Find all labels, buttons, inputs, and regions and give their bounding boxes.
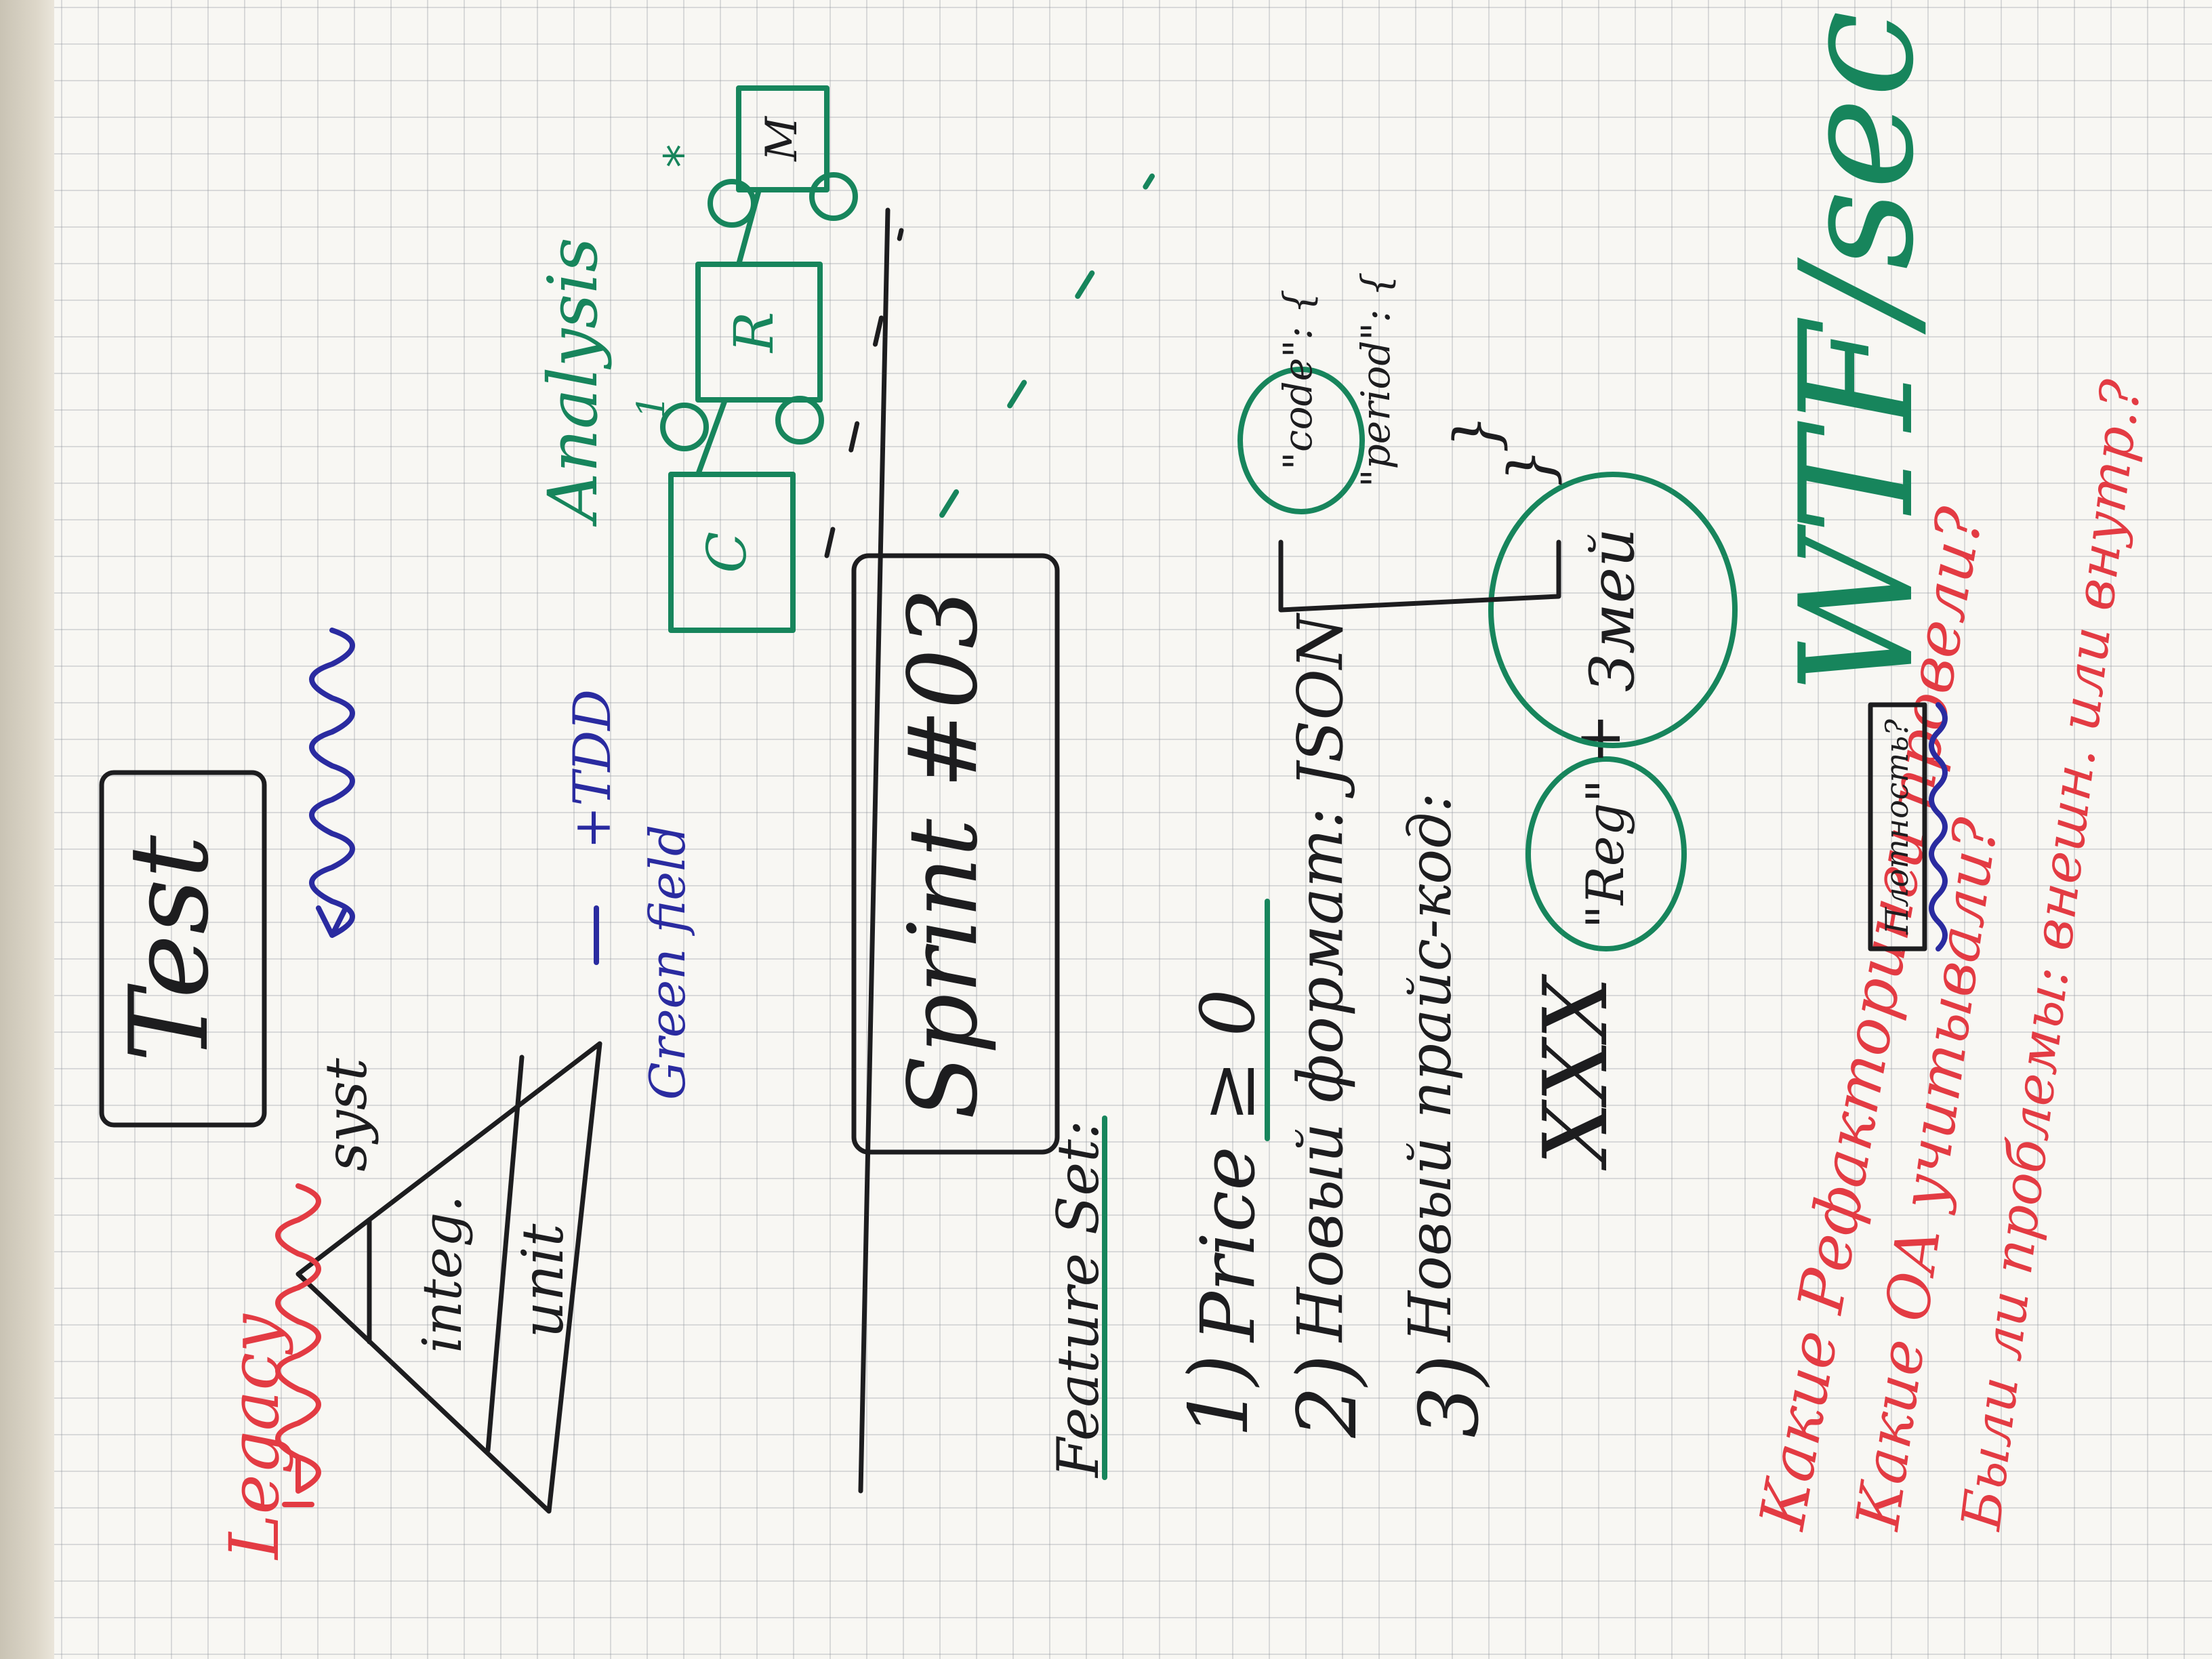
- reg-label: "Reg": [1575, 779, 1635, 929]
- test-pyramid: [295, 1041, 602, 1514]
- json-close-2: }: [1496, 448, 1567, 487]
- plotnost-label: Плотность?: [1879, 719, 1915, 935]
- title-box: [99, 770, 267, 1128]
- analysis-one: 1: [630, 394, 674, 419]
- dashed-guides: [824, 173, 1155, 558]
- analysis-box-m: [736, 85, 830, 192]
- feature-item-1-num: 1): [1172, 1354, 1267, 1437]
- analysis-label: Analysis: [533, 237, 613, 527]
- title-text: Test: [106, 835, 232, 1063]
- feature-item-3-text: Новый прайс-код:: [1397, 792, 1465, 1343]
- analysis-box-c-label: C: [695, 531, 758, 573]
- analysis-box-r: [695, 262, 823, 403]
- pyramid-middle-label: integ.: [411, 1195, 474, 1353]
- feature-item-1-text: Price ≥ 0: [1185, 989, 1271, 1343]
- analysis-star: *: [654, 144, 710, 168]
- json-line-code: "code": {: [1275, 289, 1321, 470]
- json-close-1: }: [1441, 414, 1513, 453]
- feature-item-2-num: 2): [1281, 1354, 1375, 1438]
- wtf-label: WTF/sec: [1767, 10, 1948, 695]
- tdd-label: +TDD: [562, 689, 622, 849]
- feature-item-3-num: 3): [1403, 1354, 1497, 1437]
- zmei-circle: [1488, 472, 1738, 748]
- plotnost-wave: [1929, 702, 1948, 951]
- board-edge: [0, 0, 61, 1659]
- greenfield-wavy-arrow: [309, 628, 355, 938]
- pyramid-top-label: syst: [313, 1058, 380, 1172]
- sprint-label: Sprint #03: [888, 588, 999, 1120]
- legacy-wavy-arrow: [275, 1183, 321, 1494]
- json-line-period: "period": {: [1353, 272, 1399, 487]
- code-circle: [1237, 367, 1365, 514]
- analysis-box-m-label: M: [757, 116, 807, 162]
- feature-set-heading: Feature Set:: [1045, 1120, 1111, 1479]
- flipchart-paper: [54, 0, 2212, 1659]
- analysis-connectors: [660, 172, 858, 477]
- xxx-mark: XXX: [1524, 974, 1627, 1171]
- greenfield-label: Green field: [639, 825, 696, 1100]
- analysis-box-r-label: R: [722, 312, 785, 354]
- plotnost-box: [1868, 702, 1927, 951]
- json-bracket: [1278, 539, 1561, 613]
- pyramid-bottom-label: unit: [510, 1223, 576, 1338]
- zmei-label: Змей: [1577, 528, 1648, 692]
- sprint-box: [851, 553, 1060, 1155]
- sprint-divider: [858, 207, 890, 1494]
- reg-circle: [1525, 756, 1687, 951]
- feature-item-2-text: Новый формат: JSON: [1284, 612, 1357, 1343]
- analysis-box-c: [668, 472, 796, 633]
- legacy-label: Legacy: [215, 1313, 294, 1561]
